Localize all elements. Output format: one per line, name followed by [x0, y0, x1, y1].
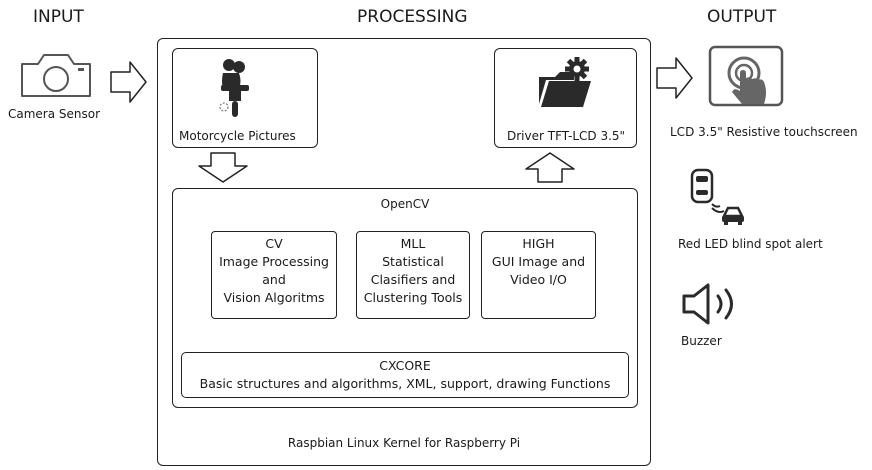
cxcore-box: CXCORE Basic structures and algorithms, … — [181, 352, 629, 398]
camera-sensor-label: Camera Sensor — [8, 107, 101, 121]
cv-module-line: CV — [265, 236, 283, 251]
arrow-right-icon — [110, 61, 147, 103]
mll-module-line: Clasifiers and — [370, 272, 456, 287]
motorcycle-pictures-box: Motorcycle Pictures — [172, 48, 318, 148]
motorcycle-pictures-label: Motorcycle Pictures — [179, 129, 296, 143]
motorcycle-icon — [219, 59, 249, 117]
mll-module-line: Statistical — [382, 254, 444, 269]
mll-module-line: MLL — [400, 236, 426, 251]
buzzer-label: Buzzer — [681, 334, 722, 348]
folder-gear-icon — [539, 57, 591, 107]
high-module-line: Video I/O — [510, 272, 567, 287]
arrow-down-icon — [198, 152, 248, 183]
cv-module-box: CV Image Processing and Vision Algoritms — [211, 231, 337, 319]
driver-tft-box: Driver TFT-LCD 3.5" — [494, 48, 637, 148]
cv-module-line: Image Processing — [219, 254, 329, 269]
arrow-up-icon — [525, 152, 575, 183]
led-blind-spot-label: Red LED blind spot alert — [678, 237, 823, 251]
speaker-icon — [682, 283, 733, 325]
cxcore-description: Basic structures and algorithms, XML, su… — [199, 376, 611, 391]
driver-tft-label: Driver TFT-LCD 3.5" — [507, 129, 626, 143]
blind-spot-cars-icon — [690, 168, 745, 225]
camera-icon — [21, 54, 91, 97]
arrow-right-icon — [656, 57, 693, 99]
output-header: OUTPUT — [707, 7, 777, 27]
high-module-box: HIGH GUI Image and Video I/O — [481, 231, 596, 319]
mll-module-box: MLL Statistical Clasifiers and Clusterin… — [356, 231, 470, 319]
input-header: INPUT — [33, 7, 84, 27]
opencv-title: OpenCV — [380, 197, 430, 211]
cv-module-line: and — [262, 272, 286, 287]
cv-module-line: Vision Algoritms — [223, 290, 325, 305]
mll-module-line: Clustering Tools — [363, 290, 463, 305]
processing-header: PROCESSING — [357, 7, 468, 27]
kernel-label: Raspbian Linux Kernel for Raspberry Pi — [287, 436, 521, 450]
touchscreen-icon — [708, 45, 784, 107]
cxcore-title: CXCORE — [379, 358, 431, 373]
high-module-line: GUI Image and — [491, 254, 586, 269]
lcd-touchscreen-label: LCD 3.5" Resistive touchscreen — [670, 125, 858, 139]
high-module-line: HIGH — [522, 236, 555, 251]
